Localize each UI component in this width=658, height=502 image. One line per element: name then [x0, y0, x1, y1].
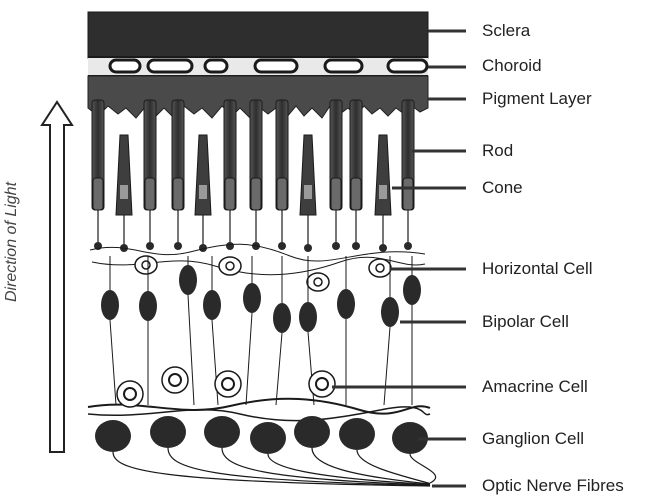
- label-optic-nerve-fibres: Optic Nerve Fibres: [482, 476, 624, 496]
- cone-outer-segment: [195, 135, 211, 215]
- cone-inner-segment: [120, 185, 128, 199]
- bipolar-cell-body: [243, 283, 261, 313]
- amacrine-cell-group: [117, 367, 335, 407]
- choroid-vessel: [325, 60, 362, 72]
- optic-nerve-fibre: [222, 448, 430, 485]
- ganglion-cell-body: [339, 418, 375, 450]
- bipolar-axon: [276, 333, 282, 405]
- label-horizontal-cell: Horizontal Cell: [482, 259, 593, 279]
- label-cone: Cone: [482, 178, 523, 198]
- cone-outer-segment: [300, 135, 316, 215]
- horizontal-cell-body: [219, 257, 241, 275]
- bipolar-cell-body: [337, 289, 355, 319]
- bipolar-cell-body: [273, 303, 291, 333]
- label-pigment-layer: Pigment Layer: [482, 89, 592, 109]
- choroid-vessel: [205, 60, 227, 72]
- rod-terminal: [332, 242, 340, 250]
- direction-of-light-label: Direction of Light: [3, 127, 25, 357]
- rod-inner-segment: [331, 178, 341, 210]
- choroid-vessel: [148, 60, 192, 72]
- bipolar-axon: [188, 295, 194, 405]
- bipolar-cell-body: [299, 302, 317, 332]
- rod-terminal: [174, 242, 182, 250]
- choroid-vessel: [110, 60, 140, 72]
- rod-inner-segment: [251, 178, 261, 210]
- optic-nerve-fibre: [357, 450, 430, 484]
- ganglion-cell-body: [150, 416, 186, 448]
- cone-inner-segment: [199, 185, 207, 199]
- cone-inner-segment: [304, 185, 312, 199]
- bipolar-cell-body: [203, 290, 221, 320]
- rod-terminal: [404, 242, 412, 250]
- rod-inner-segment: [93, 178, 103, 210]
- sclera-layer: [88, 12, 428, 58]
- ganglion-cell-body: [95, 420, 131, 452]
- bipolar-cell-body: [179, 265, 197, 295]
- photoreceptor-layer: [92, 100, 414, 252]
- bipolar-cell-group: [101, 256, 421, 405]
- optic-nerve-fibre-group: [113, 448, 436, 486]
- bipolar-cell-body: [101, 290, 119, 320]
- ganglion-cell-body: [204, 416, 240, 448]
- bipolar-axon: [246, 313, 252, 405]
- rod-inner-segment: [145, 178, 155, 210]
- label-choroid: Choroid: [482, 56, 542, 76]
- cone-inner-segment: [379, 185, 387, 199]
- rod-inner-segment: [351, 178, 361, 210]
- bipolar-axon: [384, 327, 390, 405]
- choroid-layer: [88, 56, 428, 76]
- rod-terminal: [146, 242, 154, 250]
- amacrine-cell-body: [215, 371, 241, 397]
- rod-inner-segment: [225, 178, 235, 210]
- cone-terminal: [379, 244, 387, 252]
- rod-terminal: [226, 242, 234, 250]
- cone-terminal: [304, 244, 312, 252]
- horizontal-cell-body: [135, 256, 157, 274]
- horizontal-cell-body: [369, 259, 391, 277]
- amacrine-cell-body: [117, 381, 143, 407]
- rod-terminal: [278, 242, 286, 250]
- ganglion-cell-body: [294, 416, 330, 448]
- amacrine-cell-body: [162, 367, 188, 393]
- label-rod: Rod: [482, 141, 513, 161]
- bipolar-cell-body: [139, 291, 157, 321]
- cone-outer-segment: [375, 135, 391, 215]
- amacrine-cell-body: [309, 371, 335, 397]
- rod-inner-segment: [173, 178, 183, 210]
- rod-inner-segment: [277, 178, 287, 210]
- bipolar-axon: [110, 320, 116, 405]
- bipolar-cell-body: [381, 297, 399, 327]
- ganglion-cell-group: [95, 416, 428, 454]
- rod-inner-segment: [403, 178, 413, 210]
- label-amacrine-cell: Amacrine Cell: [482, 377, 588, 397]
- label-sclera: Sclera: [482, 21, 530, 41]
- label-bipolar-cell: Bipolar Cell: [482, 312, 569, 332]
- choroid-vessel: [388, 60, 427, 72]
- horizontal-cell-body: [307, 273, 329, 291]
- direction-arrow: [42, 102, 72, 452]
- label-ganglion-cell: Ganglion Cell: [482, 429, 584, 449]
- cone-outer-segment: [116, 135, 132, 215]
- bipolar-cell-body: [403, 275, 421, 305]
- choroid-vessel: [255, 60, 297, 72]
- rod-terminal: [352, 242, 360, 250]
- ganglion-cell-body: [250, 422, 286, 454]
